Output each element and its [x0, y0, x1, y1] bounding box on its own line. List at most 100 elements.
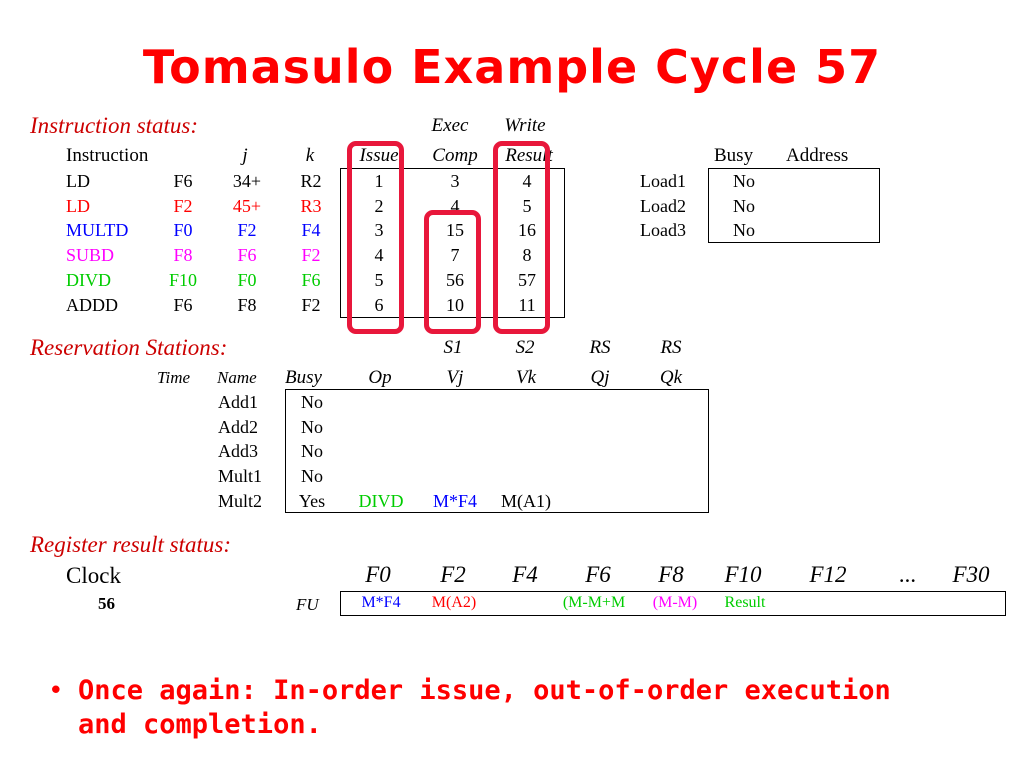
fu-value-cell: (M-M) — [652, 594, 698, 611]
instr-issue-cell: 6 — [374, 294, 384, 315]
result-column-highlight — [493, 141, 550, 334]
instr-issue-cell: 2 — [374, 195, 384, 216]
instr-issue-cell: 1 — [374, 171, 384, 191]
instr-result-cell: 16 — [518, 220, 536, 241]
page-title: Tomasulo Example Cycle 57 — [142, 40, 882, 94]
register-fu-table-border — [340, 591, 1006, 616]
instr-dest-cell: F8 — [173, 245, 193, 266]
rs-name-cell: Add3 — [218, 441, 258, 462]
rs-name-cell: Mult1 — [218, 466, 263, 487]
rs-busy-cell: No — [301, 416, 323, 437]
instr-op-cell: SUBD — [66, 245, 115, 266]
qj-column-header: Qj — [590, 367, 610, 388]
write-group-header: Write — [504, 115, 546, 136]
clock-value: 56 — [98, 594, 115, 613]
instr-comp-cell: 3 — [450, 171, 460, 191]
instr-j-cell: 34+ — [232, 171, 262, 191]
comp-column-header: Comp — [432, 145, 478, 166]
instr-dest-cell: F6 — [173, 294, 193, 315]
rs-busy-cell: No — [301, 392, 323, 412]
clock-label: Clock — [66, 563, 121, 588]
load-busy-cell: No — [733, 220, 755, 241]
instr-result-cell: 5 — [522, 195, 532, 216]
instr-result-cell: 4 — [522, 171, 532, 191]
instr-op-cell: LD — [66, 195, 90, 216]
rs-busy-cell: Yes — [298, 490, 326, 511]
load-busy-header: Busy — [714, 145, 754, 166]
instr-comp-cell: 56 — [446, 269, 464, 290]
instr-result-cell: 11 — [518, 294, 536, 315]
instr-j-cell: 45+ — [232, 195, 262, 216]
exec-group-header: Exec — [431, 115, 469, 136]
load-address-header: Address — [786, 145, 849, 166]
instr-comp-cell: 10 — [446, 294, 464, 315]
j-column-header: j — [242, 145, 248, 166]
rs-op-cell: DIVD — [358, 490, 404, 511]
rs-name-cell: Add1 — [218, 392, 258, 412]
rs-busy-cell: No — [301, 466, 323, 487]
s2-group-header: S2 — [515, 337, 535, 358]
instr-j-cell: F8 — [237, 294, 257, 315]
rs-vk-cell: M(A1) — [501, 490, 551, 511]
bullet-text-line-2: and completion. — [78, 709, 322, 740]
load-name-cell: Load3 — [640, 220, 686, 241]
instr-comp-cell: 7 — [450, 245, 460, 266]
issue-column-highlight — [347, 141, 404, 334]
load-buffers-table-border — [708, 168, 880, 243]
instr-dest-cell: F10 — [168, 269, 197, 290]
instr-k-cell: F2 — [301, 245, 321, 266]
instr-result-cell: 57 — [518, 269, 536, 290]
fu-value-cell: M*F4 — [361, 594, 401, 611]
instr-k-cell: F4 — [301, 220, 321, 241]
rs2-group-header: RS — [660, 337, 682, 358]
rs-busy-cell: No — [301, 441, 323, 462]
instr-k-cell: F2 — [301, 294, 321, 315]
instr-k-cell: R3 — [300, 195, 322, 216]
load-busy-cell: No — [733, 171, 755, 191]
load-name-cell: Load1 — [640, 171, 686, 191]
instr-result-cell: 8 — [522, 245, 532, 266]
instruction-column-header: Instruction — [66, 145, 149, 166]
load-busy-cell: No — [733, 195, 755, 216]
fu-label: FU — [296, 595, 319, 614]
s1-group-header: S1 — [443, 337, 463, 358]
register-header-f2: F2 — [440, 562, 466, 587]
name-column-header: Name — [217, 368, 257, 387]
busy-column-header: Busy — [285, 367, 322, 388]
register-header-f4: F4 — [512, 562, 538, 587]
fu-value-cell: Result — [724, 594, 766, 611]
instr-j-cell: F6 — [237, 245, 257, 266]
vk-column-header: Vk — [515, 367, 537, 388]
result-column-header: Result — [505, 145, 553, 166]
register-header-f30: F30 — [952, 562, 990, 587]
instr-dest-cell: F2 — [173, 195, 193, 216]
instr-j-cell: F2 — [237, 220, 257, 241]
instr-op-cell: DIVD — [66, 269, 111, 290]
instr-j-cell: F0 — [237, 269, 257, 290]
time-column-header: Time — [157, 368, 191, 387]
instr-dest-cell: F0 — [173, 220, 193, 241]
instr-comp-cell: 15 — [446, 220, 464, 241]
instruction-status-table-border — [340, 168, 565, 318]
instr-issue-cell: 4 — [374, 245, 384, 266]
register-header-f8: F8 — [658, 562, 684, 587]
reservation-stations-label: Reservation Stations: — [30, 335, 228, 360]
comp-column-highlight — [424, 210, 481, 334]
instr-op-cell: MULTD — [66, 220, 129, 241]
qk-column-header: Qk — [659, 367, 683, 388]
bullet-text-line-1: Once again: In-order issue, out-of-order… — [78, 675, 891, 706]
op-column-header: Op — [368, 367, 392, 388]
register-header-f10: F10 — [724, 562, 762, 587]
vj-column-header: Vj — [446, 367, 464, 388]
instr-dest-cell: F6 — [173, 171, 193, 191]
rs-vj-cell: M*F4 — [432, 490, 477, 511]
instr-issue-cell: 3 — [374, 220, 384, 241]
fu-value-cell: M(A2) — [431, 594, 477, 611]
register-header-f0: F0 — [365, 562, 391, 587]
instruction-status-label: Instruction status: — [30, 113, 199, 138]
instr-k-cell: F6 — [301, 269, 321, 290]
instr-op-cell: ADDD — [66, 294, 118, 315]
rs-name-cell: Mult2 — [218, 490, 263, 511]
instr-comp-cell: 4 — [450, 195, 460, 216]
fu-value-cell: (M-M+M — [562, 594, 626, 611]
